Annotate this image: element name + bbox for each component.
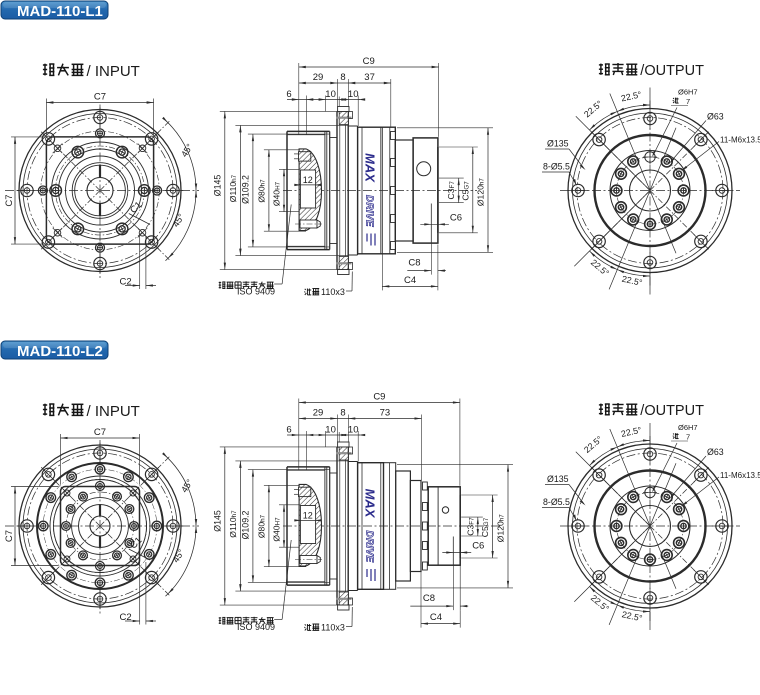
svg-text:8-Ø5.5: 8-Ø5.5 [543, 162, 570, 172]
svg-text:C7: C7 [4, 530, 15, 542]
svg-text:/OUTPUT: /OUTPUT [640, 63, 704, 79]
svg-text:12: 12 [303, 511, 313, 521]
svg-text:Ø145: Ø145 [212, 175, 222, 197]
svg-text:110x3: 110x3 [321, 622, 345, 632]
svg-text:C6: C6 [450, 212, 462, 223]
svg-text:MAD-110-L2: MAD-110-L2 [17, 343, 103, 360]
svg-text:Ø109.2: Ø109.2 [240, 510, 250, 539]
svg-text:8: 8 [340, 72, 345, 83]
svg-text:ISO 9409: ISO 9409 [237, 622, 275, 632]
svg-text:8-Ø5.5: 8-Ø5.5 [543, 497, 570, 507]
svg-text:C4: C4 [404, 275, 416, 286]
svg-text:C7: C7 [94, 92, 106, 103]
svg-text:C9: C9 [373, 392, 385, 403]
svg-text:Ø6H7: Ø6H7 [678, 423, 698, 432]
svg-text:Ø145: Ø145 [212, 510, 222, 532]
svg-text:C7: C7 [4, 194, 15, 206]
svg-text:/ INPUT: / INPUT [87, 403, 140, 420]
svg-text:29: 29 [313, 72, 324, 83]
svg-text:DRIVE: DRIVE [364, 531, 375, 563]
svg-text:C4: C4 [430, 612, 442, 623]
svg-text:DRIVE: DRIVE [364, 195, 375, 227]
svg-text:6: 6 [286, 425, 291, 436]
svg-text:37: 37 [364, 72, 375, 83]
svg-text:Ø63: Ø63 [707, 112, 724, 122]
svg-text:7: 7 [686, 97, 690, 106]
svg-text:Ø6H7: Ø6H7 [678, 88, 698, 97]
svg-text:110x3: 110x3 [321, 287, 345, 297]
svg-text:Ø135: Ø135 [547, 139, 569, 149]
svg-text:C6: C6 [472, 541, 484, 552]
svg-text:29: 29 [313, 408, 324, 419]
svg-text:/OUTPUT: /OUTPUT [640, 403, 704, 419]
svg-text:6: 6 [286, 89, 291, 100]
svg-text:11-M6x13.5: 11-M6x13.5 [720, 471, 760, 480]
svg-text:C9: C9 [363, 56, 375, 67]
svg-text:ISO 9409: ISO 9409 [237, 287, 275, 297]
svg-text:Ø135: Ø135 [547, 474, 569, 484]
svg-text:Ø63: Ø63 [707, 447, 724, 457]
svg-text:8: 8 [340, 408, 345, 419]
svg-text:Ø109.2: Ø109.2 [240, 175, 250, 204]
svg-text:/ INPUT: / INPUT [87, 63, 140, 80]
svg-text:MAX: MAX [363, 489, 378, 519]
svg-text:MAX: MAX [363, 153, 378, 183]
svg-text:10: 10 [325, 425, 336, 436]
svg-text:C2: C2 [120, 612, 132, 623]
svg-text:10: 10 [325, 89, 336, 100]
svg-text:11-M6x13.5: 11-M6x13.5 [720, 136, 760, 145]
svg-text:C2: C2 [120, 277, 132, 288]
svg-text:7: 7 [686, 433, 690, 442]
svg-text:C7: C7 [94, 427, 106, 438]
svg-text:C8: C8 [408, 258, 420, 269]
svg-text:73: 73 [380, 408, 391, 419]
svg-text:10: 10 [348, 425, 359, 436]
svg-text:MAD-110-L1: MAD-110-L1 [17, 3, 103, 20]
svg-text:12: 12 [303, 175, 313, 185]
svg-text:C8: C8 [423, 593, 435, 604]
svg-text:10: 10 [348, 89, 359, 100]
